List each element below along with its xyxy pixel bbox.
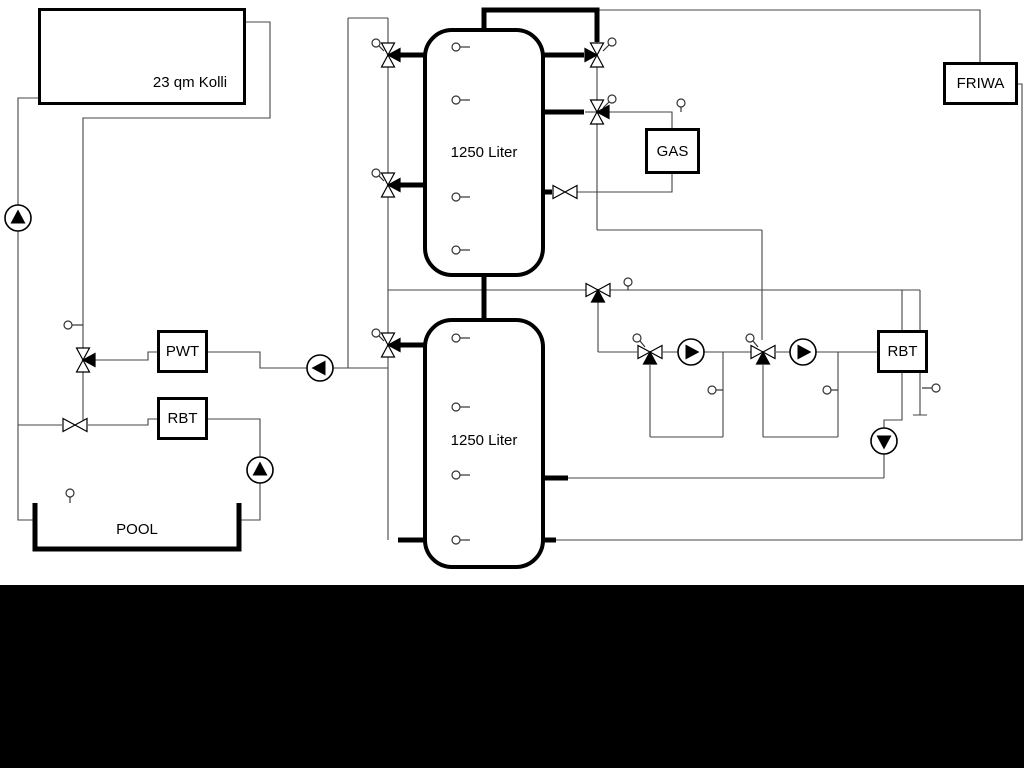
three-way-valve-icon: [584, 42, 605, 68]
three-way-valve-icon: [380, 172, 401, 198]
gas-boiler-box: GAS: [645, 128, 700, 174]
valve-actuator-icon: [371, 38, 381, 48]
temperature-sensor-icon: [451, 333, 461, 343]
piping-diagram: [4, 7, 1023, 569]
rbt-left-box: RBT: [157, 397, 208, 440]
friwa-label: FRIWA: [956, 75, 1005, 92]
three-way-valve-icon: [585, 282, 611, 303]
pwt-label: PWT: [165, 343, 200, 360]
gas-boiler-label: GAS: [656, 142, 689, 160]
solar-collector-label: 23 qm Kolli: [152, 74, 228, 91]
pump-icon: [677, 338, 705, 366]
temperature-sensor-icon: [451, 42, 461, 52]
shutoff-valve-icon: [552, 184, 578, 200]
rbt-left-label: RBT: [167, 410, 198, 427]
temperature-sensor-icon: [707, 385, 717, 395]
three-way-valve-icon: [380, 42, 401, 68]
temperature-sensor-icon: [65, 488, 75, 498]
rbt-right-label: RBT: [887, 343, 918, 360]
temperature-sensor-icon: [451, 402, 461, 412]
valve-actuator-icon: [371, 168, 381, 178]
temperature-sensor-icon: [451, 245, 461, 255]
temperature-sensor-icon: [451, 535, 461, 545]
pipe-lines-thin: [17, 9, 1023, 541]
tank-bottom-label: 1250 Liter: [450, 432, 518, 449]
temperature-sensor-icon: [822, 385, 832, 395]
pool-label: POOL: [116, 521, 158, 538]
pipe-lines-thick: [398, 7, 600, 543]
valve-actuator-icon: [607, 37, 617, 47]
pump-icon: [4, 204, 32, 232]
temperature-sensor-icon: [63, 320, 73, 330]
temperature-sensor-icon: [451, 95, 461, 105]
pool-tank: [32, 503, 242, 552]
rbt-right-box: RBT: [877, 330, 928, 373]
temperature-sensor-icon: [931, 383, 941, 393]
valve-actuator-icon: [607, 94, 617, 104]
mixing-valve-icon: [750, 344, 776, 365]
valve-actuator-icon: [632, 333, 642, 343]
solar-collector-box: [38, 8, 246, 105]
three-way-valve-icon: [380, 332, 401, 358]
bottom-black-bar: [0, 585, 1024, 768]
buffer-tank-bottom: [423, 318, 545, 569]
mixing-valve-icon: [637, 344, 663, 365]
temperature-sensor-icon: [451, 192, 461, 202]
pump-icon: [870, 427, 898, 455]
pwt-box: PWT: [157, 330, 208, 373]
friwa-box: FRIWA: [943, 62, 1018, 105]
tank-top-label: 1250 Liter: [450, 144, 518, 161]
pump-icon: [246, 456, 274, 484]
valve-actuator-icon: [623, 277, 633, 287]
shutoff-valve-icon: [62, 417, 88, 433]
temperature-sensor-icon: [451, 470, 461, 480]
temperature-sensor-icon: [676, 98, 686, 108]
valve-actuator-icon: [745, 333, 755, 343]
buffer-tank-top: [423, 28, 545, 277]
pump-icon: [306, 354, 334, 382]
three-way-valve-icon: [75, 347, 96, 373]
pump-icon: [789, 338, 817, 366]
valve-actuator-icon: [371, 328, 381, 338]
